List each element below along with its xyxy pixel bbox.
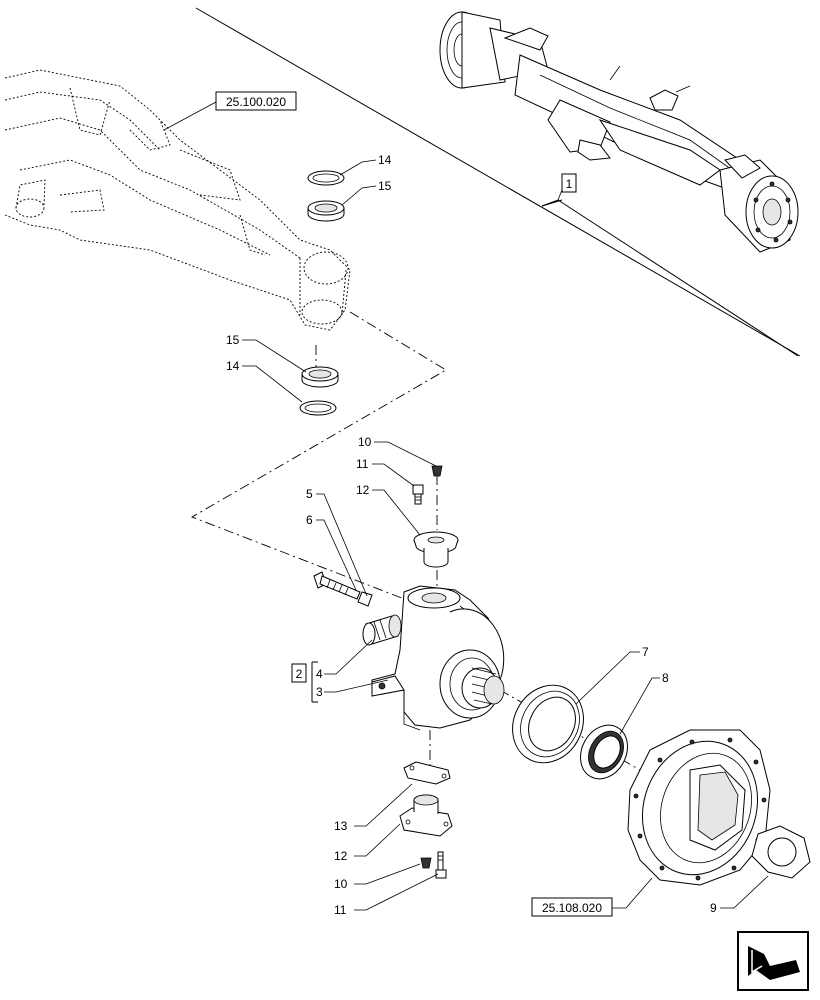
steering-bolt xyxy=(313,571,361,600)
callout-4: 4 xyxy=(316,667,323,681)
seal-ring-upper xyxy=(307,170,345,186)
callout-14-upper: 14 xyxy=(378,153,392,167)
bush-sleeve xyxy=(357,591,373,607)
callout-15-upper: 15 xyxy=(378,179,392,193)
hex-nut xyxy=(751,825,811,879)
pin-cap-upper xyxy=(413,531,459,568)
callout-5: 5 xyxy=(306,487,313,501)
grease-nipple-upper xyxy=(431,465,443,477)
pin-cap-lower xyxy=(399,794,453,837)
ref-box-kit[interactable]: 2 xyxy=(291,663,307,683)
callout-11-lower: 11 xyxy=(334,903,347,917)
shim-lower xyxy=(403,761,451,785)
callout-9: 9 xyxy=(710,901,717,915)
callout-11-upper: 11 xyxy=(356,457,369,471)
callout-15-lower: 15 xyxy=(226,333,240,347)
ref-box-axle-housing[interactable]: 25.100.020 xyxy=(215,91,297,111)
callout-10-upper: 10 xyxy=(358,435,372,449)
callout-14-lower: 14 xyxy=(226,359,240,373)
oil-seal-large xyxy=(512,684,584,764)
callout-labels: 14 15 15 14 10 11 12 5 6 4 3 7 8 13 12 1… xyxy=(226,153,717,917)
steering-knuckle xyxy=(371,585,505,731)
callout-7: 7 xyxy=(642,645,649,659)
needle-bearing xyxy=(362,614,402,646)
bearing-lower xyxy=(301,366,339,388)
bearing-upper xyxy=(307,200,345,222)
callout-12-upper: 12 xyxy=(356,483,370,497)
callout-12-lower: 12 xyxy=(334,849,348,863)
grease-nipple-lower xyxy=(420,857,432,869)
callout-13: 13 xyxy=(334,819,348,833)
callout-8: 8 xyxy=(662,671,669,685)
callout-3: 3 xyxy=(316,685,323,699)
oil-seal-small xyxy=(580,724,628,780)
ref-final-drive-text: 25.108.020 xyxy=(542,901,602,915)
ref-overview-text: 1 xyxy=(566,177,573,191)
seal-ring-lower xyxy=(299,400,337,416)
ref-box-overview[interactable]: 1 xyxy=(561,173,577,193)
ref-box-final-drive[interactable]: 25.108.020 xyxy=(531,897,613,917)
next-page-arrow-icon[interactable] xyxy=(737,931,809,991)
callout-10-lower: 10 xyxy=(334,877,348,891)
bolt-lower xyxy=(435,851,447,879)
bolt-upper xyxy=(412,484,424,505)
ref-axle-housing-text: 25.100.020 xyxy=(226,95,286,109)
callout-6: 6 xyxy=(306,513,313,527)
final-drive-housing xyxy=(627,729,771,886)
ref-kit-text: 2 xyxy=(296,667,303,681)
axle-housing-ghost xyxy=(4,69,351,331)
overview-axle-illustration xyxy=(439,11,799,253)
leader-lines xyxy=(163,101,769,911)
